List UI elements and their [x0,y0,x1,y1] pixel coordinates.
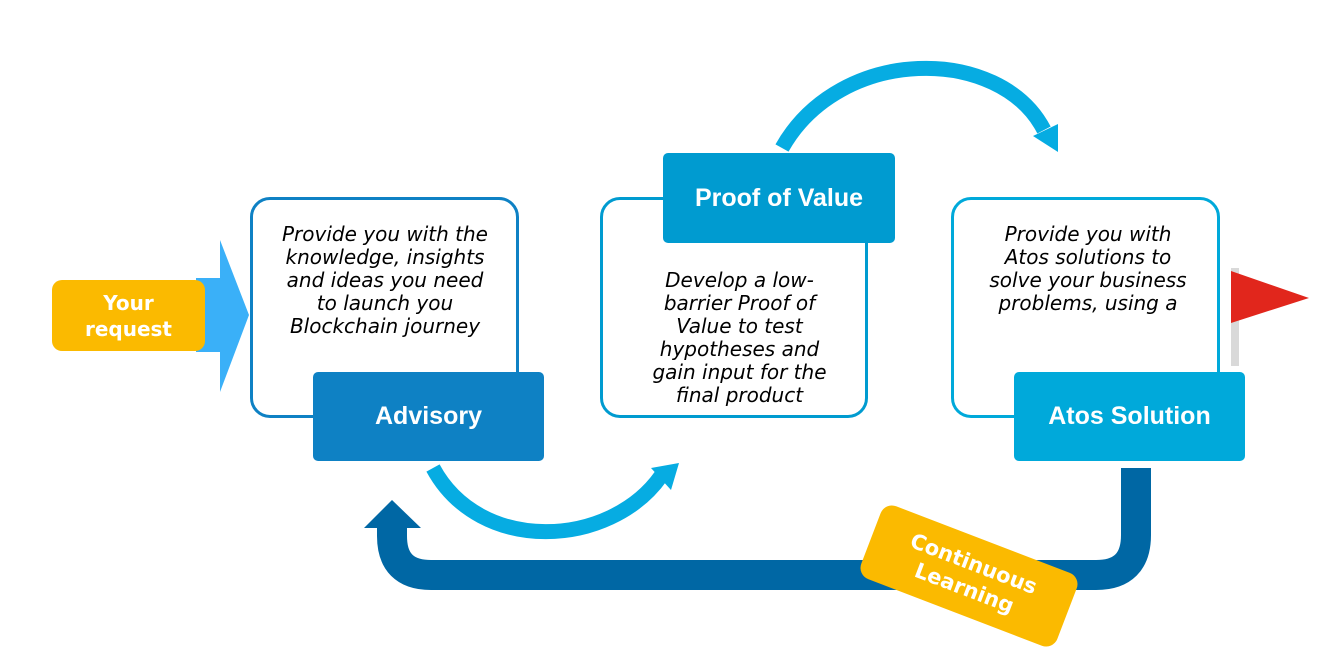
red-flag-icon [1231,268,1309,366]
advisory-to-pov-arrowhead [651,463,679,490]
atos-solution-title-box: Atos Solution [1014,372,1245,461]
pov-to-solution-arrow [775,61,1051,152]
advisory-description: Provide you with the knowledge, insights… [282,222,488,338]
pov-to-solution-arrowhead [1033,124,1058,152]
proof-of-value-title-box: Proof of Value [663,153,895,243]
request-arrow [196,240,249,392]
atos-solution-description: Provide you with Atos solutions to solve… [989,222,1187,315]
advisory-title-box: Advisory [313,372,544,461]
continuous-learning-arrow [377,468,1151,590]
continuous-learning-arrowhead [364,500,421,528]
your-request-box: Your request [52,280,205,351]
advisory-to-pov-arrow [426,464,668,540]
proof-of-value-description: Develop a low-barrier Proof of Value to … [652,268,827,407]
